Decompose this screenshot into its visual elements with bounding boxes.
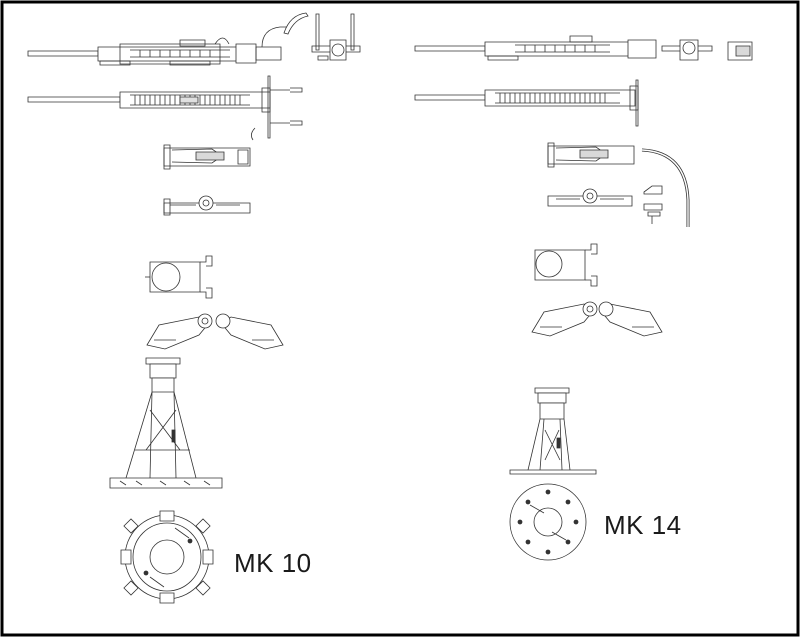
mk10-yoke bbox=[145, 256, 212, 298]
mk10-shoulder-rest-icon bbox=[284, 13, 308, 34]
mk14-trunnion-brackets bbox=[532, 302, 662, 336]
mk10-gun-top-view bbox=[28, 27, 290, 65]
mk10-sight-bracket-icon bbox=[312, 14, 360, 60]
mk10-gun-side-view bbox=[28, 76, 302, 140]
mk14-cradle-side bbox=[548, 189, 632, 206]
mk14-gun-top-view bbox=[415, 36, 656, 60]
mk10-trunnion-brackets bbox=[147, 314, 283, 349]
mk10-cradle-top bbox=[164, 145, 250, 169]
variant-label-mk14: MK 14 bbox=[604, 510, 682, 540]
mk14-cradle-top bbox=[548, 143, 634, 167]
variant-label-mk10: MK 10 bbox=[234, 548, 312, 578]
mk14-yoke bbox=[535, 244, 597, 286]
mk14-elevation-arc bbox=[642, 150, 688, 227]
mk14-pedestal bbox=[510, 388, 596, 474]
mk10-cradle-side bbox=[164, 196, 250, 215]
mk10-pedestal bbox=[110, 358, 222, 488]
mk10-base-plate bbox=[121, 511, 213, 603]
mk14-sight-bracket-icon bbox=[662, 40, 712, 60]
mk14-gun-side-view bbox=[415, 80, 638, 126]
mk14-sight-box-icon bbox=[728, 42, 752, 60]
mk14-small-parts bbox=[644, 186, 662, 224]
mk14-base-plate bbox=[510, 484, 586, 560]
